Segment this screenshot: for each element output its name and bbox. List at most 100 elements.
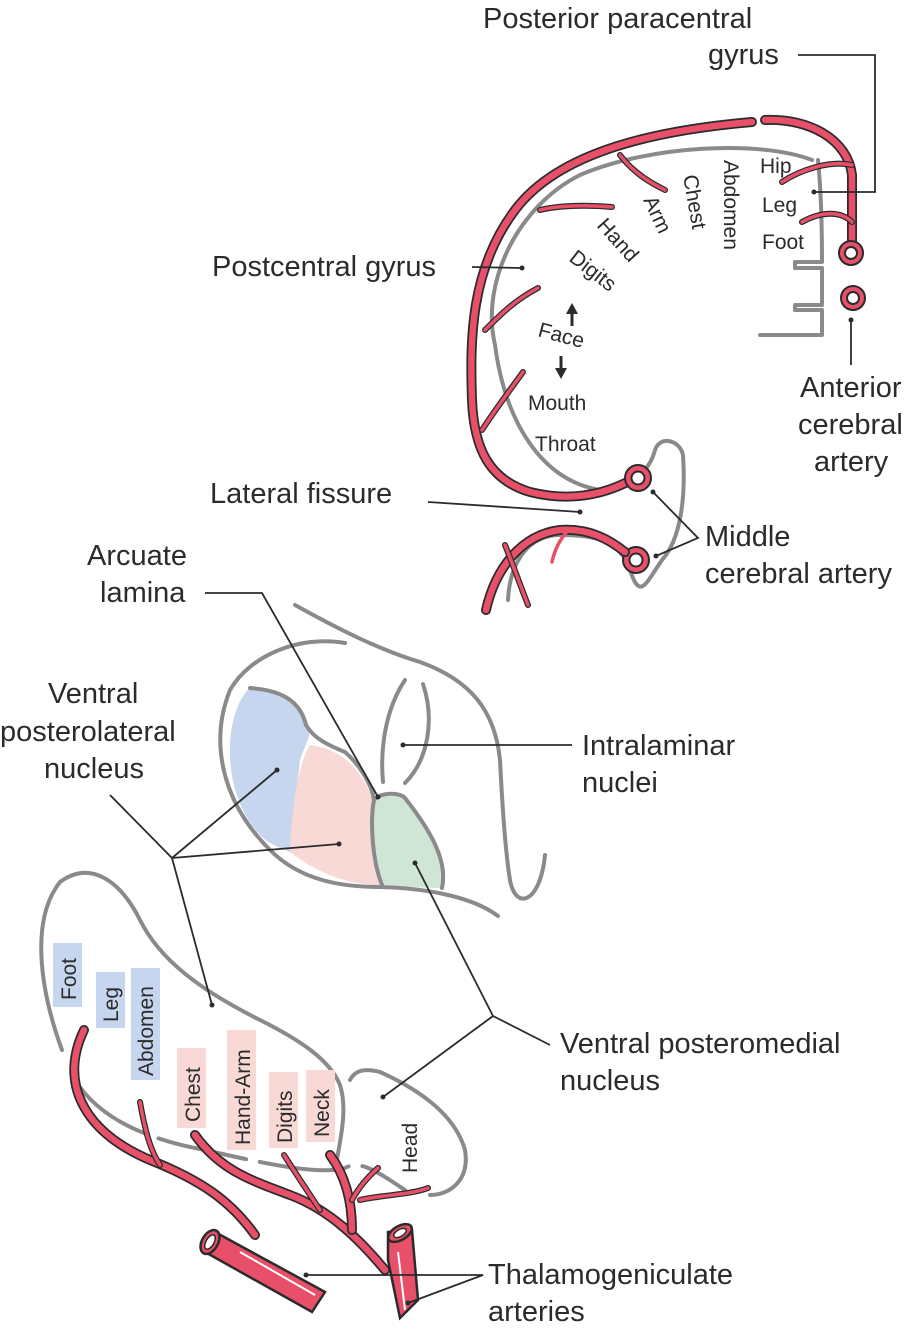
head-region-outline	[348, 1068, 468, 1197]
leader-posterior-paracentral	[798, 54, 876, 193]
box-digits	[269, 1072, 298, 1148]
label-anterior-cerebral-3: artery	[814, 446, 889, 478]
artery-branch-fill	[800, 212, 854, 224]
cortex-medial-outline	[758, 158, 824, 337]
vessel-right-highlight	[397, 1251, 406, 1311]
thalamus-outer-outline	[293, 603, 547, 901]
thal-foot: Foot	[58, 958, 81, 1000]
leader-dot	[848, 317, 854, 323]
intralaminar-arc-right	[403, 682, 431, 785]
artery-main-arc	[466, 117, 757, 502]
leader-dot	[303, 1272, 309, 1278]
artery-branch-fill	[358, 1186, 430, 1202]
leader-arcuate-lamina	[205, 592, 379, 798]
label-vpm-1: Ventral posteromedial	[560, 1028, 841, 1060]
artery-main-arc-fill	[468, 118, 756, 500]
artery-branch-fill	[538, 204, 614, 212]
box-foot	[53, 943, 82, 1007]
vessel-left-lumen	[203, 1234, 217, 1250]
box-hand-arm	[227, 1030, 256, 1150]
leader-dot	[650, 489, 656, 495]
leader-dot	[811, 189, 817, 195]
leader-dot	[519, 265, 525, 271]
vpl-medial-region	[290, 745, 380, 885]
cortex-abdomen: Abdomen	[719, 160, 742, 250]
artery-branch-fill	[503, 543, 530, 607]
arrow-up-head-icon	[566, 303, 578, 314]
aca-lumen-1	[844, 246, 858, 260]
label-thalamogeniculate-2: arteries	[488, 1296, 585, 1328]
leader-dot	[336, 841, 342, 847]
cortex-foot: Foot	[762, 231, 804, 254]
vpm-region	[372, 793, 444, 888]
artery-aca-arc-fill	[761, 116, 856, 249]
label-vpl-3: nucleus	[44, 753, 144, 785]
vessel-left	[199, 1228, 327, 1314]
mca-lumen-2	[628, 552, 644, 568]
leader-dot	[400, 742, 406, 748]
label-intralaminar-2: nuclei	[582, 767, 658, 799]
cortex-chest: Chest	[678, 173, 710, 231]
leader-lateral-fissure	[427, 501, 581, 513]
leader-dot	[380, 1094, 386, 1100]
label-posterior-paracentral-2: gyrus	[708, 39, 779, 71]
label-anterior-cerebral-2: cerebral	[798, 409, 903, 441]
artery-branch-fill	[282, 1153, 322, 1212]
artery-temporal-arc-fill	[482, 526, 629, 614]
artery-branch-fill	[480, 370, 525, 432]
artery-aca-arc	[760, 114, 857, 250]
vessel-left-body	[203, 1230, 327, 1314]
aca-lumen-2	[846, 291, 860, 305]
thal-abdomen: Abdomen	[135, 986, 158, 1076]
cortex-leg: Leg	[762, 194, 797, 217]
label-anterior-cerebral-1: Anterior	[800, 372, 902, 404]
cortex-throat: Throat	[535, 433, 596, 456]
leader-vpm	[382, 862, 551, 1098]
cortex-arm: Arm	[638, 192, 675, 237]
leader-dot	[412, 860, 418, 866]
artery-branch-fill	[550, 528, 570, 564]
artery-branch-fill	[618, 153, 667, 192]
label-vpl-2: posterolateral	[0, 716, 176, 748]
cortex-section: Posterior paracentral gyrus Postcentral …	[210, 3, 903, 615]
label-thalamogeniculate-1: Thalamogeniculate	[488, 1259, 733, 1291]
label-postcentral-gyrus: Postcentral gyrus	[212, 251, 436, 283]
lower-thalamus-base	[73, 1078, 407, 1192]
cortex-mouth: Mouth	[528, 392, 586, 415]
thal-digits: Digits	[274, 1090, 297, 1143]
vessel-right-lumen	[392, 1227, 408, 1239]
artery-branch-fill	[326, 1151, 356, 1234]
leader-dot	[653, 553, 659, 559]
label-vpl-1: Ventral	[48, 678, 138, 710]
label-arcuate-2: lamina	[100, 577, 186, 609]
cortex-face: Face	[536, 319, 587, 353]
vessel-right-body	[386, 1228, 420, 1321]
vpm-border	[372, 791, 446, 890]
thal-hand-arm: Hand-Arm	[232, 1049, 255, 1145]
leader-dot	[577, 509, 583, 515]
artery-branch-fill	[780, 161, 854, 184]
thal-chest: Chest	[182, 1067, 205, 1122]
label-arcuate-1: Arcuate	[87, 540, 187, 572]
leader-thalamogeniculate	[306, 1274, 484, 1304]
artery-branch-fill	[483, 286, 540, 332]
vpl-lateral-region	[229, 688, 310, 852]
leader-middle-cerebral	[652, 491, 700, 557]
label-vpm-2: nucleus	[560, 1065, 660, 1097]
box-chest	[177, 1048, 206, 1128]
leader-dot	[209, 1002, 215, 1008]
leader-postcentral	[471, 266, 523, 269]
box-leg	[96, 972, 125, 1028]
thalamogeniculate-arteries	[69, 1025, 431, 1275]
vessel-left-highlight	[239, 1251, 316, 1296]
box-abdomen	[131, 968, 160, 1080]
thal-leg: Leg	[100, 987, 123, 1022]
label-lateral-fissure: Lateral fissure	[210, 478, 392, 510]
label-intralaminar-1: Intralaminar	[582, 730, 735, 762]
vessel-right	[386, 1222, 420, 1321]
artery-branch-fill	[350, 1166, 380, 1202]
mca-lumen-1	[630, 470, 646, 486]
artery-branch-fill	[138, 1100, 162, 1167]
label-middle-cerebral-2: cerebral artery	[705, 558, 892, 590]
